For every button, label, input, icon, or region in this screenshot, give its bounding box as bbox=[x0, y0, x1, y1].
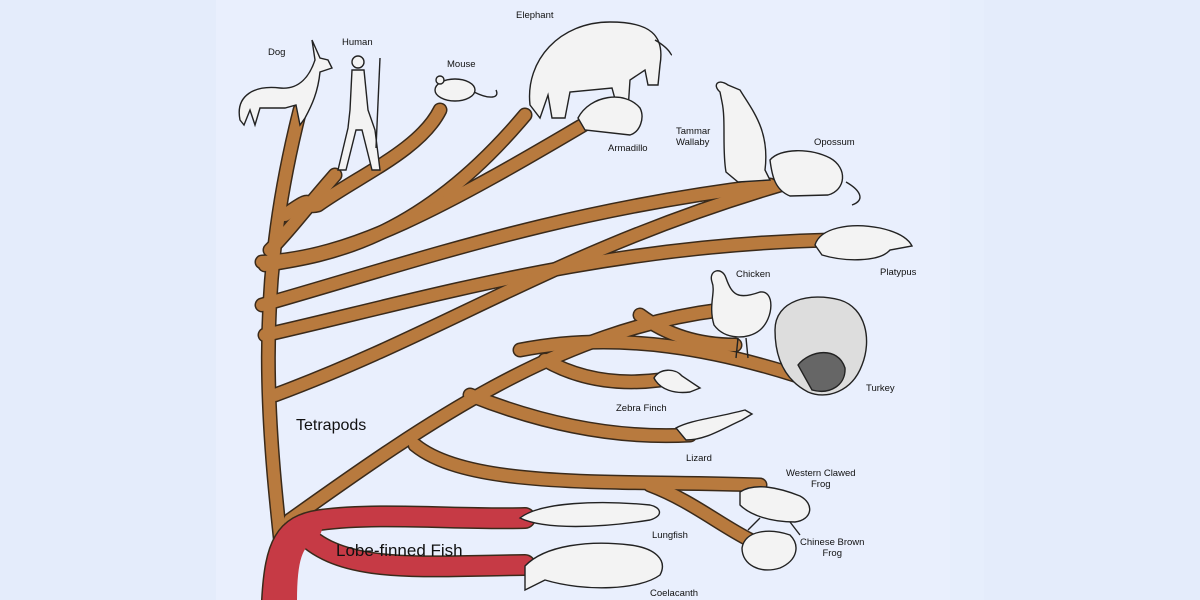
species-label-chicken: Chicken bbox=[736, 269, 770, 280]
species-label-elephant: Elephant bbox=[516, 10, 554, 21]
finch-icon bbox=[654, 370, 700, 392]
species-label-tammar-wallaby: Tammar Wallaby bbox=[676, 126, 710, 148]
wallaby-icon bbox=[716, 82, 770, 182]
species-label-mouse: Mouse bbox=[447, 59, 476, 70]
species-label-opossum: Opossum bbox=[814, 137, 855, 148]
species-label-turkey: Turkey bbox=[866, 383, 895, 394]
species-label-armadillo: Armadillo bbox=[608, 143, 648, 154]
group-label-tetrapods: Tetrapods bbox=[296, 417, 366, 435]
species-label-zebra-finch: Zebra Finch bbox=[616, 403, 667, 414]
lizard-icon bbox=[676, 410, 752, 440]
dog-icon bbox=[239, 40, 332, 125]
armadillo-icon bbox=[578, 97, 642, 135]
species-label-human: Human bbox=[342, 37, 373, 48]
species-label-dog: Dog bbox=[268, 47, 285, 58]
chinese-frog-icon bbox=[742, 531, 796, 570]
species-label-chinese-brown-frog: Chinese Brown Frog bbox=[800, 537, 864, 559]
opossum-icon bbox=[770, 151, 860, 205]
coelacanth-icon bbox=[525, 543, 662, 590]
platypus-icon bbox=[815, 226, 912, 260]
human-icon bbox=[338, 56, 380, 170]
species-label-coelacanth: Coelacanth bbox=[650, 588, 698, 599]
group-label-lobe-finned-fish: Lobe-finned Fish bbox=[336, 541, 463, 561]
mouse-icon bbox=[435, 76, 497, 101]
western-frog-icon bbox=[740, 487, 810, 535]
species-label-platypus: Platypus bbox=[880, 267, 916, 278]
species-label-western-clawed-frog: Western Clawed Frog bbox=[786, 468, 856, 490]
species-label-lungfish: Lungfish bbox=[652, 530, 688, 541]
species-label-lizard: Lizard bbox=[686, 453, 712, 464]
lungfish-icon bbox=[520, 503, 659, 527]
